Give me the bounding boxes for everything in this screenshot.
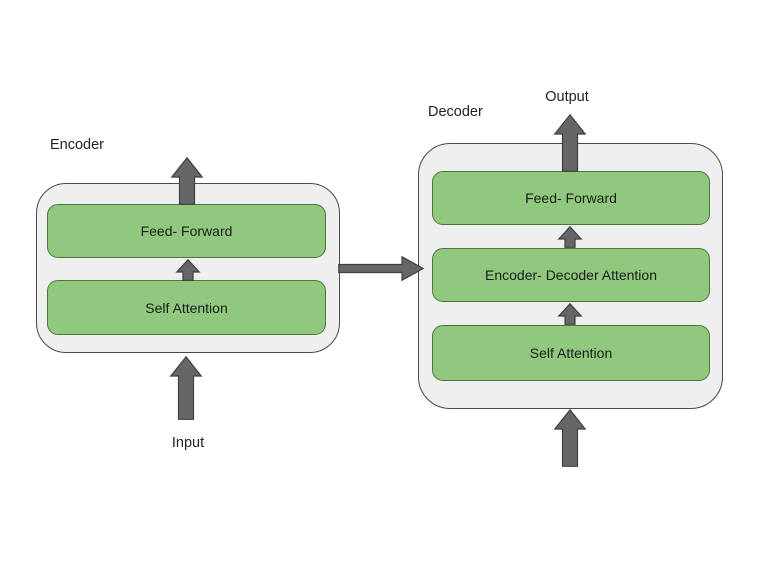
encoder-self-attention-block: Self Attention: [47, 280, 326, 335]
output-arrow-icon: [553, 113, 587, 172]
decoder-feed-forward-block: Feed- Forward: [432, 171, 710, 225]
encoder-feed-forward-label: Feed- Forward: [140, 223, 233, 239]
encoder-mid-arrow-icon: [175, 258, 201, 281]
input-label: Input: [171, 435, 205, 451]
output-label: Output: [545, 89, 589, 105]
decoder-title: Decoder: [428, 104, 483, 120]
decoder-bottom-arrow-icon: [553, 408, 587, 467]
encoder-to-decoder-arrow-icon: [338, 255, 425, 282]
encoder-feed-forward-block: Feed- Forward: [47, 204, 326, 258]
decoder-mid-arrow-2-icon: [557, 302, 583, 325]
input-arrow-icon: [169, 355, 203, 420]
decoder-self-attention-block: Self Attention: [432, 325, 710, 381]
encoder-title: Encoder: [50, 137, 105, 153]
decoder-mid-arrow-1-icon: [557, 225, 583, 248]
encoder-self-attention-label: Self Attention: [145, 299, 228, 316]
decoder-encoder-decoder-attention-block: Encoder- Decoder Attention: [432, 248, 710, 302]
decoder-feed-forward-label: Feed- Forward: [525, 190, 617, 206]
encoder-top-arrow-icon: [170, 156, 204, 205]
decoder-self-attention-label: Self Attention: [529, 345, 613, 361]
decoder-encoder-decoder-attention-label: Encoder- Decoder Attention: [485, 267, 657, 283]
